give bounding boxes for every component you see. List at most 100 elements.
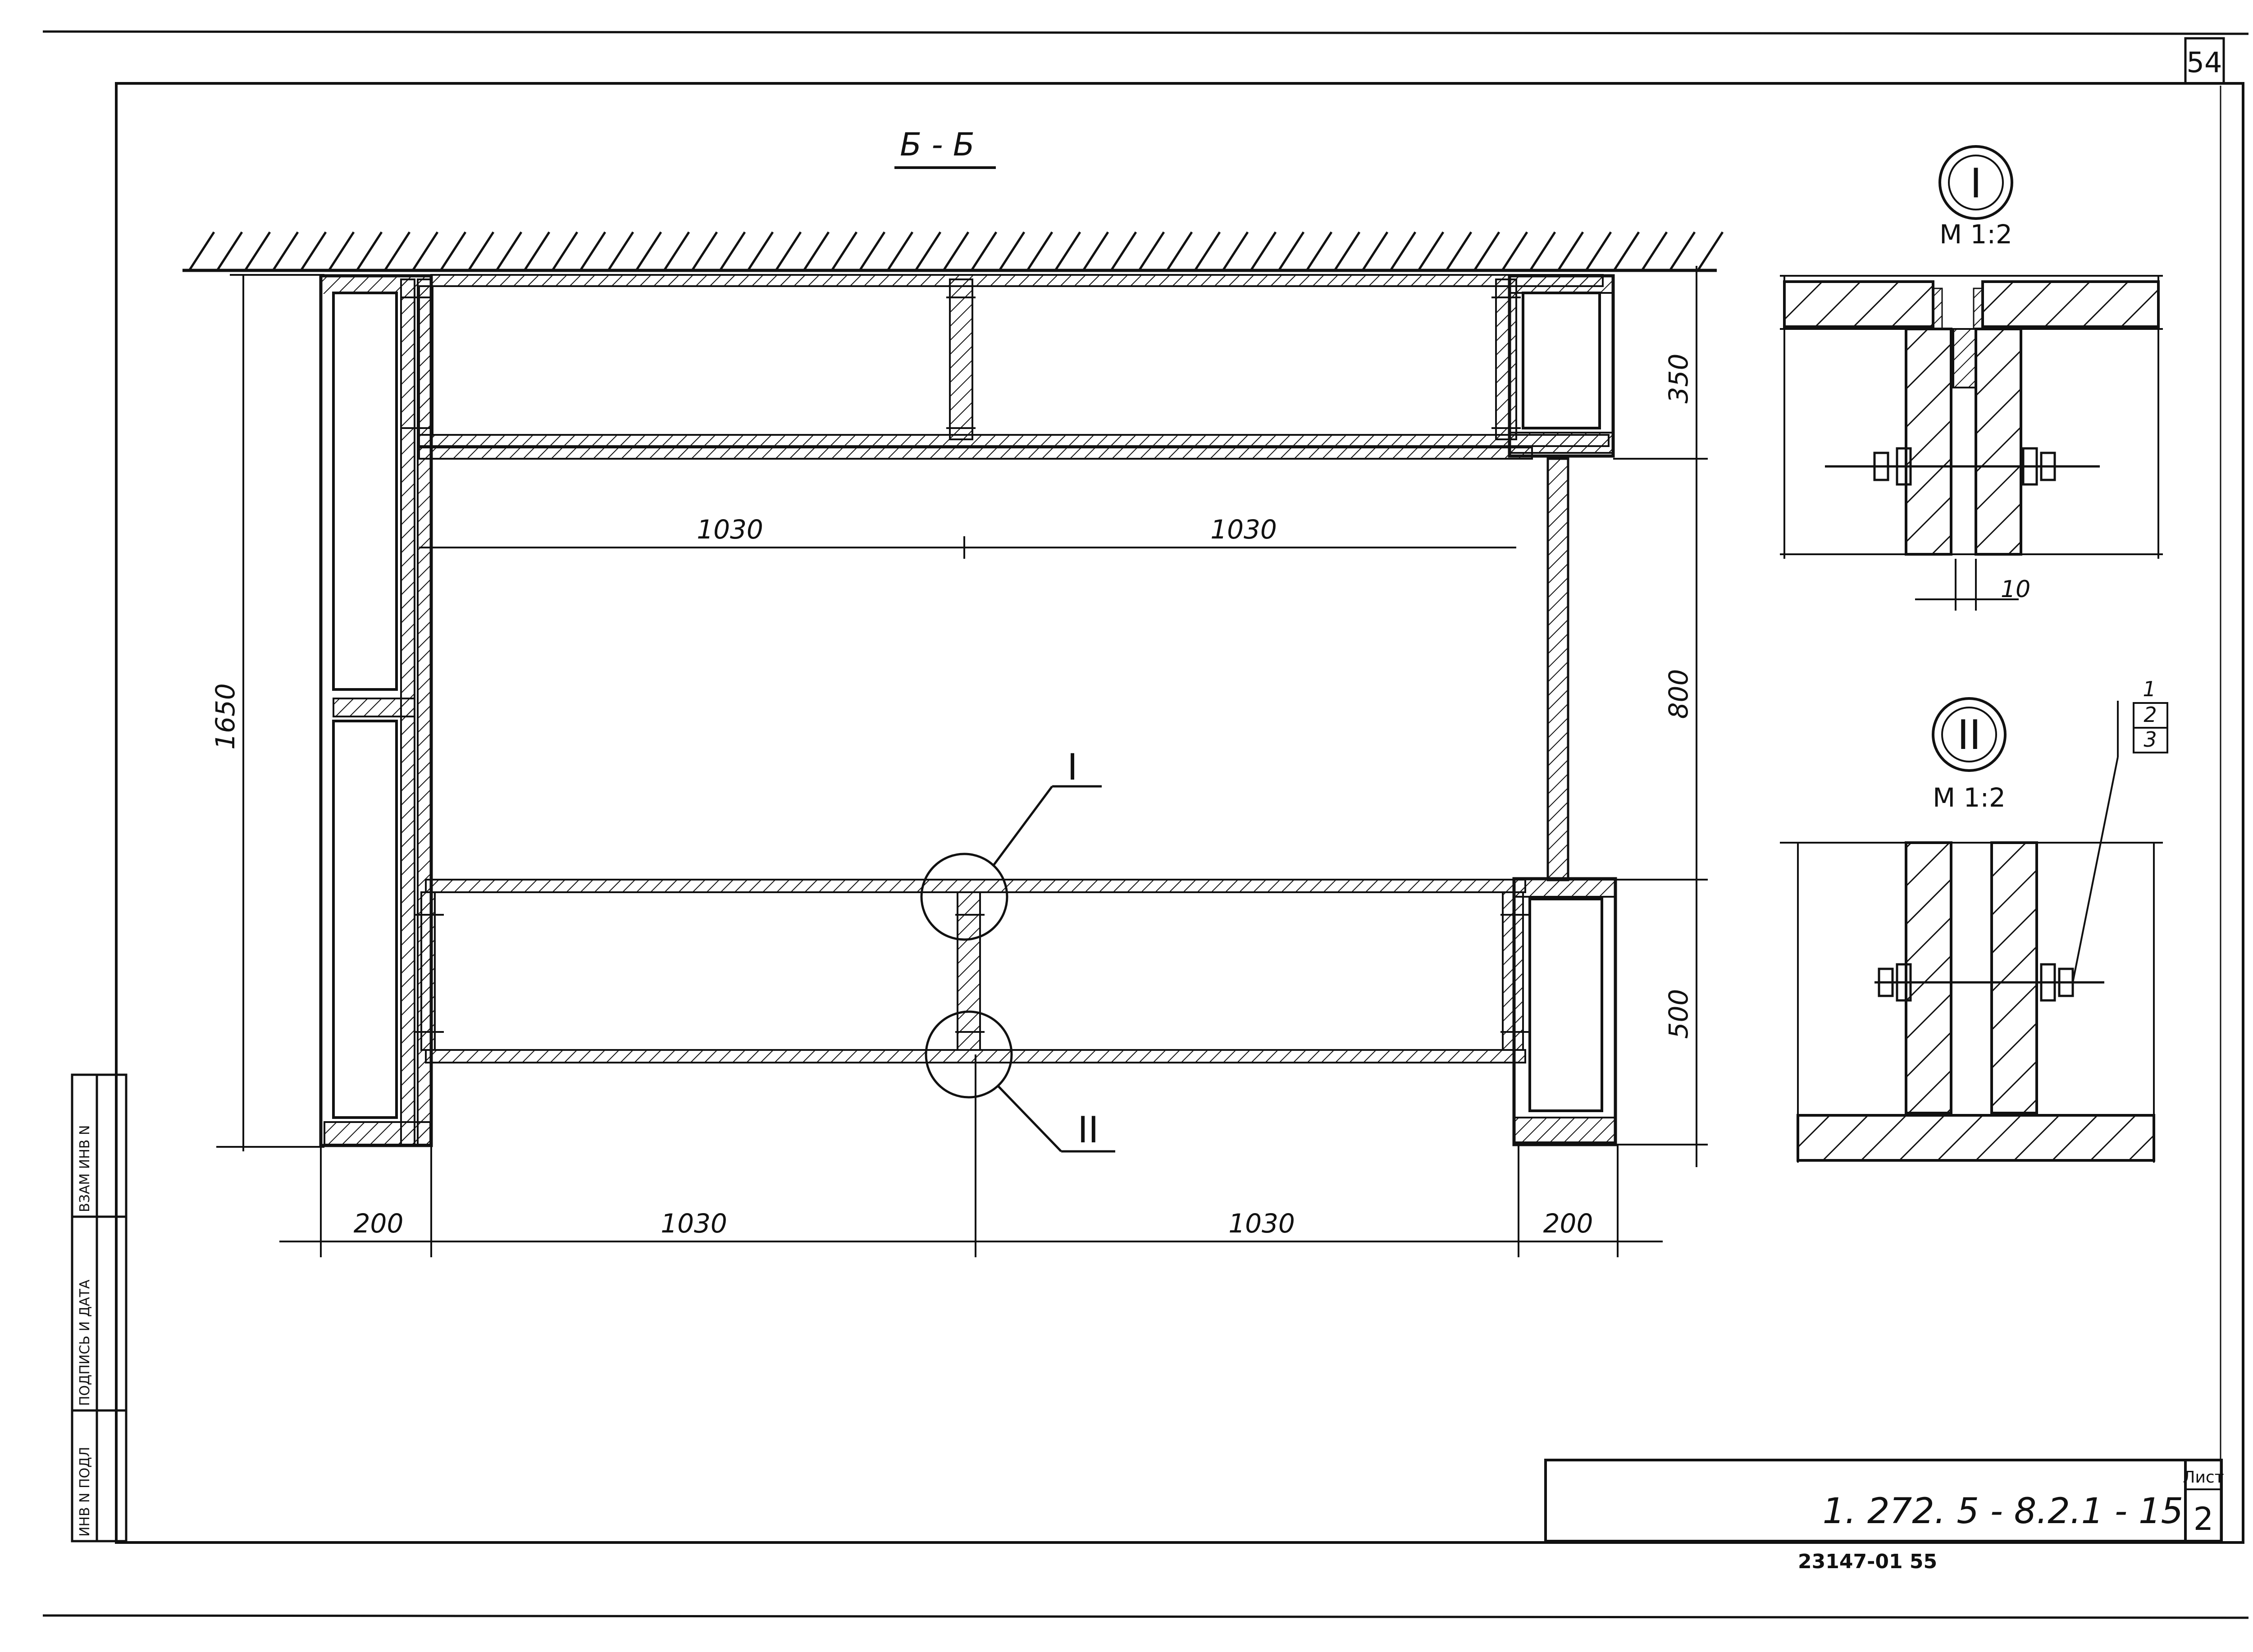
ceiling-hatch-tick xyxy=(942,231,970,271)
ceiling-hatch-tick xyxy=(635,231,662,271)
ceiling-hatch-tick xyxy=(747,231,774,271)
ceiling-hatch-tick xyxy=(411,231,439,271)
section-title: Б - Б xyxy=(894,126,996,169)
dim-bottom-span-left: 1030 xyxy=(661,1208,727,1239)
dim-upper-block: 350 xyxy=(1663,354,1694,404)
dim-inner-span-left: 1030 xyxy=(697,514,763,545)
title-block: Лист 2 1. 272. 5 - 8.2.1 - 15 xyxy=(1544,1459,2224,1542)
archive-code: 23147-01 55 xyxy=(1798,1550,1937,1573)
left-column-inner-lower xyxy=(332,720,398,1119)
ceiling-hatch-tick xyxy=(244,231,271,271)
ceiling-hatch-tick xyxy=(775,231,802,271)
ceiling-hatch-tick xyxy=(1054,231,1081,271)
ceiling-hatch-tick xyxy=(663,231,690,271)
dim-inner-span-right: 1030 xyxy=(1210,514,1277,545)
page-number-box: 54 xyxy=(2184,37,2225,85)
ceiling-hatch-tick xyxy=(886,231,914,271)
ceiling-hatch-tick xyxy=(998,231,1026,271)
ceiling-hatch-tick xyxy=(1641,231,1668,271)
dimension-lines xyxy=(216,266,1708,1257)
stamp-inv-podl: ИНВ N ПОДЛ xyxy=(77,1447,93,1537)
ceiling-hatch-tick xyxy=(1417,231,1445,271)
ceiling-hatch-tick xyxy=(691,231,718,271)
page-number: 54 xyxy=(2187,46,2222,79)
callout-joint-upper: I xyxy=(920,746,1102,941)
detail-2: II M 1:2 1 2 3 xyxy=(1780,677,2168,1163)
ceiling-hatch-tick xyxy=(970,231,998,271)
ceiling-hatch-tick xyxy=(803,231,830,271)
ceiling-hatch-tick xyxy=(858,231,886,271)
callout-joint-lower: II xyxy=(925,1010,1115,1153)
ceiling-hatch-tick xyxy=(216,231,243,271)
ceiling-hatch-tick xyxy=(1138,231,1165,271)
ceiling-hatch-tick xyxy=(272,231,299,271)
sheet-border xyxy=(42,30,2249,1619)
ceiling-hatch-tick xyxy=(1333,231,1361,271)
ceiling-hatch-tick xyxy=(328,231,355,271)
detail-1-marker: I xyxy=(1970,160,1982,207)
section-title-text: Б - Б xyxy=(900,126,975,163)
ceiling-hatch-tick xyxy=(1529,231,1556,271)
ceiling-hatch-tick xyxy=(467,231,495,271)
stamp-signature-date: ПОДПИСЬ И ДАТА xyxy=(77,1279,93,1406)
frame-structure xyxy=(319,274,1617,1147)
bottom-beam-upper xyxy=(425,879,1526,893)
ceiling-hatch-tick xyxy=(300,231,327,271)
side-stamp: ИНВ N ПОДЛ ПОДПИСЬ И ДАТА ВЗАМ ИНВ N xyxy=(71,1073,128,1542)
detail-2-marker: II xyxy=(1957,712,1981,759)
ceiling-hatch-tick xyxy=(607,231,634,271)
ceiling-hatch xyxy=(182,231,1724,272)
top-beam-lower xyxy=(418,434,1610,447)
right-column xyxy=(1546,457,1569,881)
left-column-inner xyxy=(332,292,398,691)
ceiling-hatch-tick xyxy=(719,231,746,271)
dim-bottom-right-wall: 200 xyxy=(1543,1208,1593,1239)
ceiling-hatch-tick xyxy=(1389,231,1417,271)
ceiling-hatch-tick xyxy=(356,231,383,271)
detail-1: I M 1:2 10 xyxy=(1780,145,2163,611)
stamp-vzam-inv: ВЗАМ ИНВ N xyxy=(77,1125,93,1212)
ceiling-hatch-tick xyxy=(1194,231,1221,271)
detail-1-gap-dim: 10 xyxy=(2001,576,2030,603)
ceiling-hatch-tick xyxy=(1305,231,1333,271)
ceiling-hatch-tick xyxy=(523,231,551,271)
dim-bottom-span-right: 1030 xyxy=(1228,1208,1295,1239)
ceiling-hatch-tick xyxy=(830,231,858,271)
ceiling-hatch-tick xyxy=(1501,231,1528,271)
bottom-left-post xyxy=(420,891,436,1051)
top-middle-post xyxy=(949,278,973,440)
ceiling-hatch-tick xyxy=(1585,231,1612,271)
sheet-number: 2 xyxy=(2194,1501,2214,1538)
ceiling-hatch-tick xyxy=(1026,231,1054,271)
dim-overall-height: 1650 xyxy=(210,683,241,750)
top-right-post xyxy=(1495,278,1517,440)
ceiling-hatch-tick xyxy=(1166,231,1193,271)
bottom-middle-post xyxy=(957,891,981,1051)
detail-2-item-3: 3 xyxy=(2144,727,2157,752)
ceiling-hatch-tick xyxy=(383,231,411,271)
ceiling-hatch-tick xyxy=(1445,231,1473,271)
ceiling-hatch-tick xyxy=(495,231,523,271)
ceiling-hatch-tick xyxy=(579,231,607,271)
callout-label-lower: II xyxy=(1077,1109,1099,1151)
ceiling-hatch-tick xyxy=(1361,231,1389,271)
ceiling-hatch-tick xyxy=(1669,231,1696,271)
ceiling-hatch-tick xyxy=(1557,231,1584,271)
ceiling-hatch-tick xyxy=(1613,231,1640,271)
bolt-marks xyxy=(401,297,1530,1033)
ceiling-hatch-tick xyxy=(439,231,467,271)
ceiling-hatch-tick xyxy=(1473,231,1500,271)
detail-2-item-2: 2 xyxy=(2144,703,2157,727)
dim-lower-block: 500 xyxy=(1663,989,1694,1039)
dim-middle-gap: 800 xyxy=(1663,669,1694,719)
ceiling-hatch-tick xyxy=(1697,231,1724,271)
dimension-texts: 1650 350 800 500 1030 1030 200 1030 1030… xyxy=(210,354,1694,1239)
ceiling-hatch-tick xyxy=(188,231,215,271)
ceiling-hatch-tick xyxy=(551,231,579,271)
ceiling-hatch-tick xyxy=(914,231,942,271)
top-left-post xyxy=(418,285,433,436)
ceiling-hatch-tick xyxy=(1110,231,1137,271)
dim-bottom-left-wall: 200 xyxy=(354,1208,404,1239)
